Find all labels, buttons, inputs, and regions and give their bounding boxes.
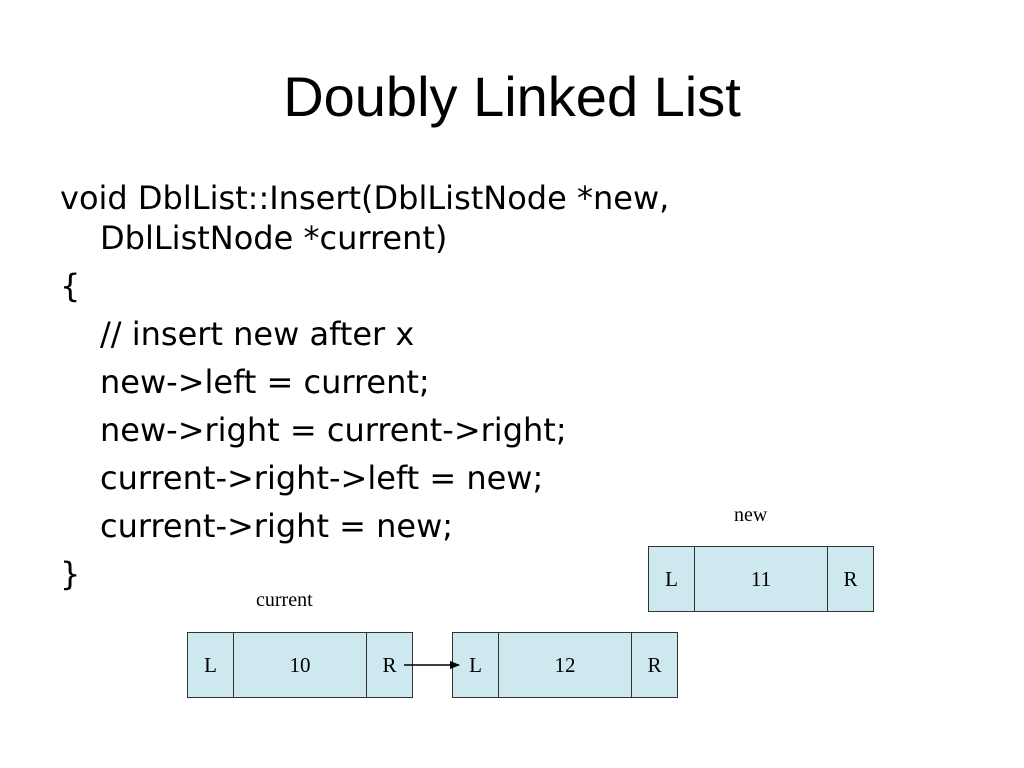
current-node-right-field: R	[382, 652, 397, 677]
next-node-value: 12	[498, 633, 632, 697]
new-node-caption: new	[734, 504, 768, 526]
code-line-comment: // insert new after x	[100, 315, 415, 353]
new-node-right-field: R	[843, 566, 858, 591]
new-node: L 11 R	[648, 546, 874, 612]
code-line-set-next-left: current->right->left = new;	[100, 459, 544, 497]
code-line-set-current-right: current->right = new;	[100, 507, 454, 545]
next-node-left-field: L	[469, 652, 482, 677]
code-line-signature: void DblList::Insert(DblListNode *new,	[60, 179, 670, 217]
current-node-left-field: L	[204, 652, 217, 677]
new-node-value: 11	[694, 547, 828, 611]
new-node-left-field: L	[665, 566, 678, 591]
next-node: L 12 R	[452, 632, 678, 698]
slide-title: Doubly Linked List	[283, 65, 741, 128]
code-line-close-brace: }	[60, 555, 81, 593]
next-node-right-field: R	[647, 652, 662, 677]
current-node-value: 10	[233, 633, 367, 697]
code-line-set-new-right: new->right = current->right;	[100, 411, 567, 449]
code-line-set-new-left: new->left = current;	[100, 363, 430, 401]
code-line-signature-cont: DblListNode *current)	[100, 219, 448, 257]
current-node: L 10 R	[187, 632, 413, 698]
code-line-open-brace: {	[60, 267, 81, 305]
current-node-caption: current	[256, 589, 313, 611]
